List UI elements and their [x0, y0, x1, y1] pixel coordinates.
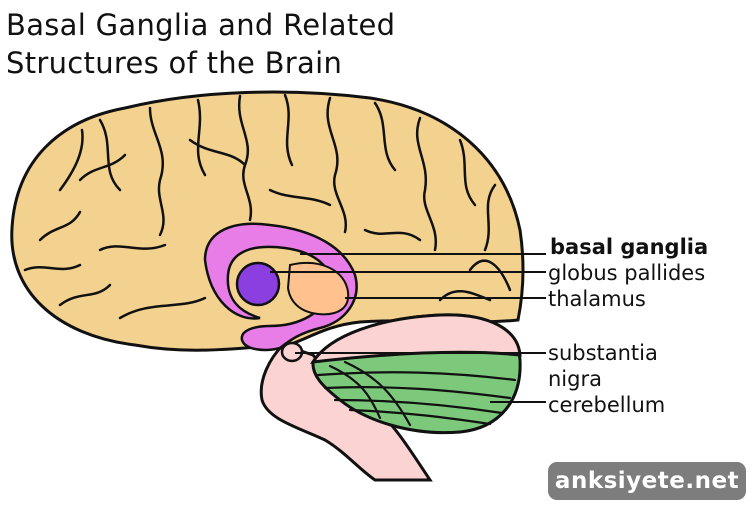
diagram-title: Basal Ganglia and Related Structures of … [6, 6, 395, 82]
label-basal-ganglia: basal ganglia [550, 235, 709, 259]
globus-pallides [235, 261, 281, 307]
cerebellum-folds [316, 360, 517, 427]
label-cerebellum: cerebellum [548, 393, 666, 417]
label-nigra: nigra [548, 367, 602, 391]
title-line-2: Structures of the Brain [6, 46, 343, 80]
thalamus [286, 262, 350, 316]
watermark-badge: anksiyete.net [548, 462, 746, 500]
label-globus-pallides: globus pallides [548, 261, 706, 285]
label-thalamus: thalamus [548, 287, 646, 311]
cerebral-cortex [10, 90, 525, 352]
title-line-1: Basal Ganglia and Related [6, 8, 396, 42]
cortex-folds [23, 93, 512, 320]
label-substantia: substantia [548, 341, 658, 365]
leader-lines [270, 253, 546, 403]
